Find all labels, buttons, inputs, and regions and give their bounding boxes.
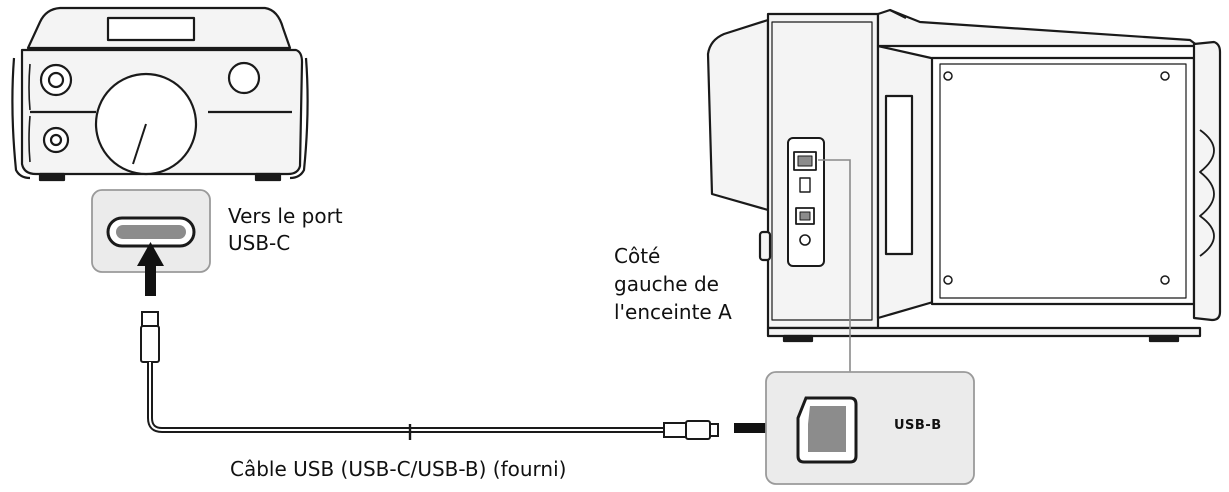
usbb-port-label: USB-B [894, 418, 942, 433]
amplifier-device [11, 6, 309, 182]
usbb-port-callout [765, 371, 975, 485]
usbc-insert-arrow [137, 242, 164, 296]
usbc-port-label-line1: Vers le port [228, 204, 343, 228]
usb-cable [140, 311, 719, 440]
usbc-port-callout [91, 189, 211, 273]
speaker-side-label-line2: gauche de [614, 272, 719, 296]
speaker-side-label-line1: Côté [614, 244, 661, 268]
speaker-device [706, 8, 1222, 343]
usbc-port-label-line2: USB-C [228, 231, 291, 255]
speaker-side-label-line3: l'enceinte A [614, 300, 732, 324]
cable-label: Câble USB (USB-C/USB-B) (fourni) [230, 457, 567, 481]
usbb-leader-line [818, 159, 851, 372]
